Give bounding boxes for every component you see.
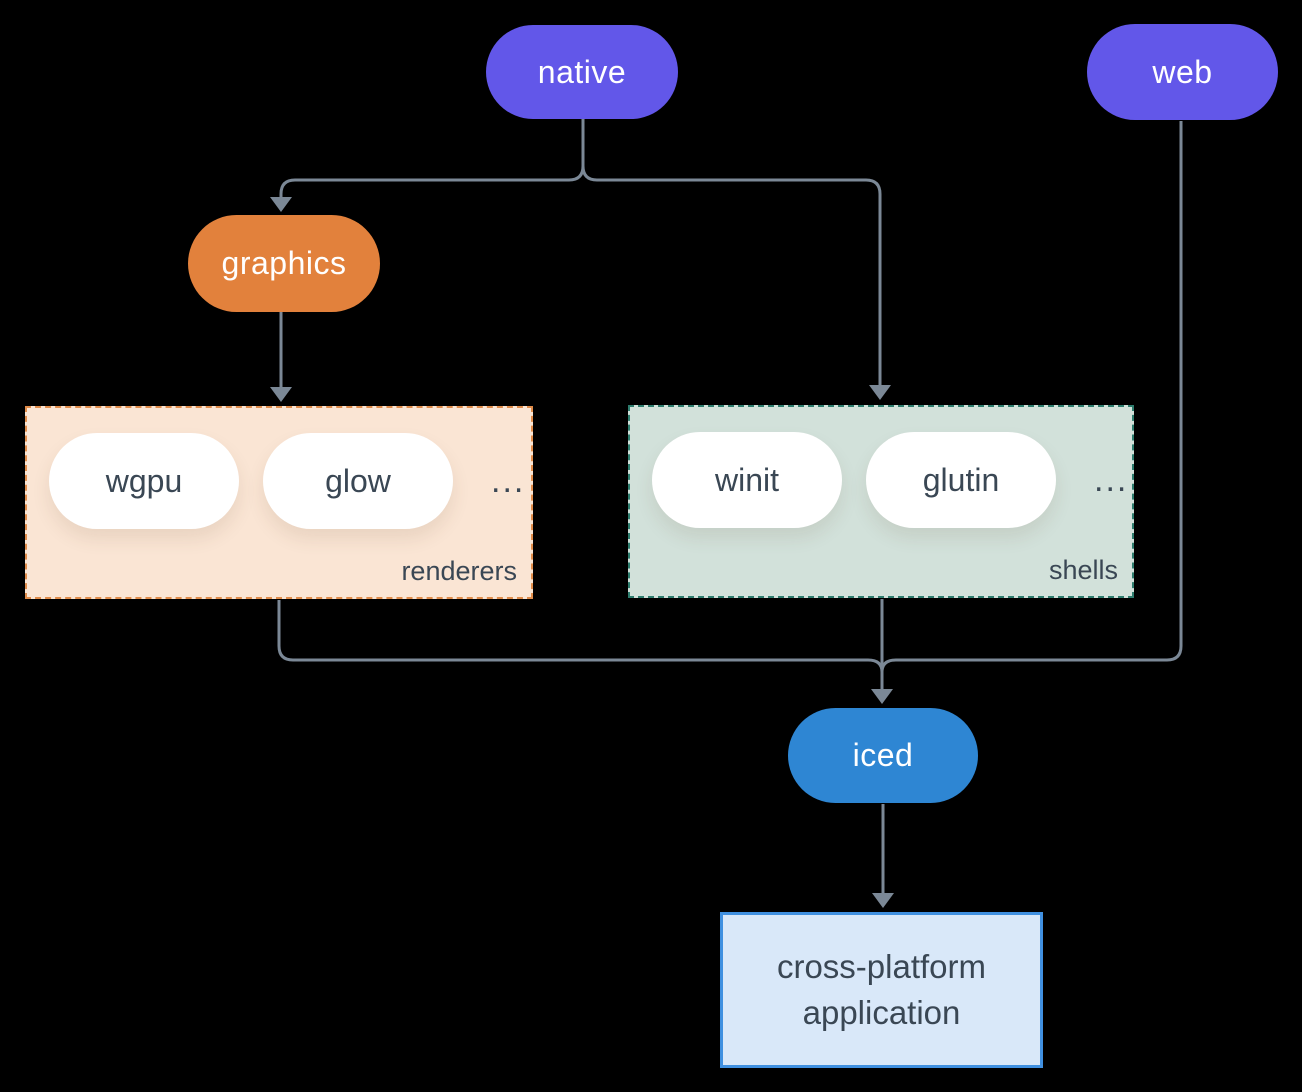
node-winit: winit [652, 432, 842, 528]
node-application-line2: application [802, 994, 961, 1031]
group-renderers: wgpu glow ... renderers [25, 406, 533, 599]
renderers-group-label: renderers [401, 556, 517, 586]
node-wgpu-label: wgpu [105, 462, 183, 499]
group-shells: winit glutin ... shells [628, 405, 1134, 598]
node-web: web [1087, 24, 1278, 120]
shells-pill-row: winit glutin ... [630, 407, 1132, 528]
edge-renderers-iced [277, 600, 884, 678]
node-wgpu: wgpu [49, 433, 239, 529]
node-winit-label: winit [714, 461, 779, 498]
arrowhead-into-graphics [270, 197, 292, 212]
node-native: native [486, 25, 678, 119]
node-iced-label: iced [852, 737, 914, 773]
arrowhead-into-application [872, 893, 894, 908]
arrowhead-into-iced [871, 689, 893, 704]
node-web-label: web [1152, 53, 1213, 90]
node-glow-label: glow [325, 462, 391, 499]
renderers-ellipsis: ... [491, 461, 526, 500]
node-graphics-label: graphics [221, 245, 347, 281]
edge-native-graphics [279, 119, 585, 198]
node-graphics: graphics [188, 215, 380, 312]
arrowhead-into-shells [869, 385, 891, 400]
renderers-pill-row: wgpu glow ... [27, 408, 531, 529]
node-iced: iced [788, 708, 978, 803]
shells-group-label: shells [1048, 555, 1118, 585]
node-application: cross-platform application [720, 912, 1043, 1068]
node-glutin-label: glutin [922, 461, 1000, 498]
node-glow: glow [263, 433, 453, 529]
node-glutin: glutin [866, 432, 1056, 528]
node-application-line1: cross-platform [776, 948, 987, 985]
arrowhead-into-renderers [270, 387, 292, 402]
edge-native-shells [581, 119, 882, 386]
shells-ellipsis: ... [1094, 460, 1129, 499]
node-native-label: native [537, 53, 627, 90]
